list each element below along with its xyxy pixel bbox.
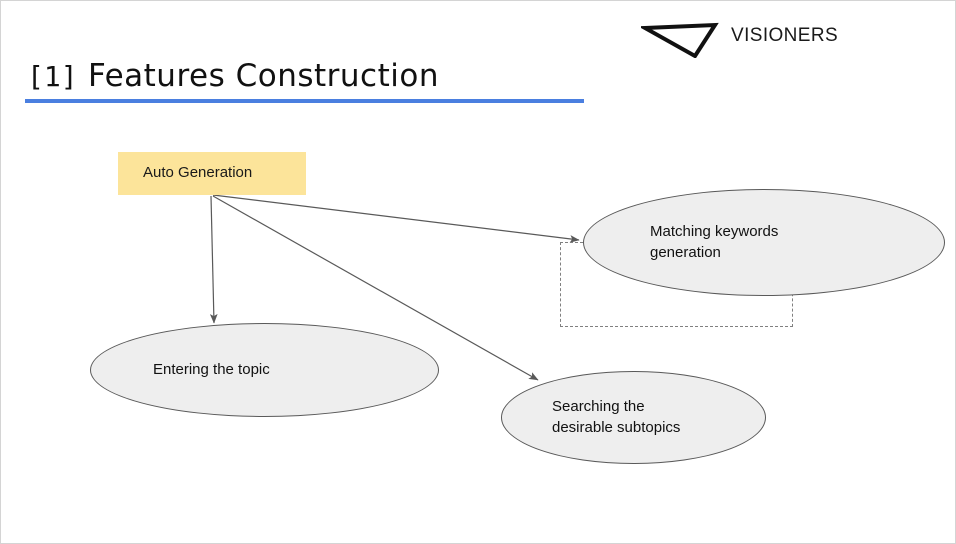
page-title-main: Features Construction xyxy=(87,58,439,94)
node-searching-the-desirable-subtopics-label: Searching the desirable subtopics xyxy=(552,398,681,436)
page-title-index: [1] xyxy=(27,60,78,93)
node-matching-keywords-generation-label: Matching keywords generation xyxy=(650,223,779,261)
node-entering-the-topic-label: Entering the topic xyxy=(153,360,270,378)
node-matching-keywords-generation[interactable]: Matching keywords generation xyxy=(583,189,945,296)
node-auto-generation[interactable]: Auto Generation xyxy=(118,152,306,195)
edge-auto-to-matching xyxy=(212,194,580,243)
title-underline-rule xyxy=(25,99,584,103)
page-title: [1] Features Construction xyxy=(27,58,439,94)
triangle-logo-icon xyxy=(641,22,719,58)
brand-logo: VISIONERS xyxy=(641,11,871,61)
node-auto-generation-label: Auto Generation xyxy=(143,164,253,182)
node-entering-the-topic[interactable]: Entering the topic xyxy=(90,323,439,417)
edge-auto-to-entering xyxy=(209,195,218,324)
brand-name: VISIONERS xyxy=(731,25,839,46)
node-searching-the-desirable-subtopics[interactable]: Searching the desirable subtopics xyxy=(501,371,766,464)
